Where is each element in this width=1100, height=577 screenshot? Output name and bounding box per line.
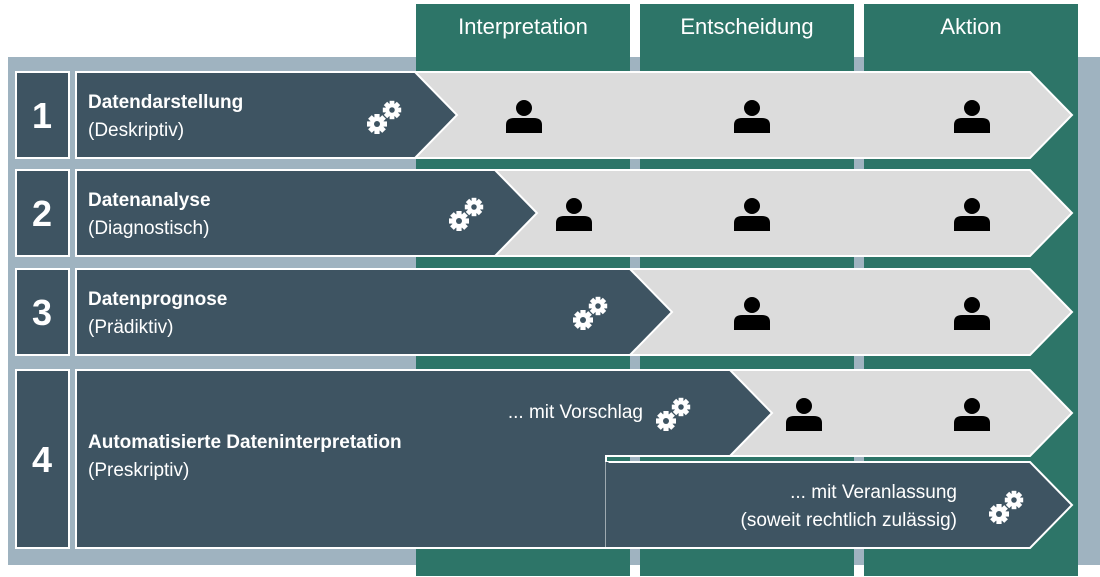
row-number-2: 2 [32,193,52,234]
automation-arrow-row-4b [605,461,1074,549]
initiation-label-line-1: ... mit Veranlassung [790,482,957,503]
row-4: 4 Automatisierte Dateninterpretation (Pr… [15,369,1074,549]
human-arrow-row-2 [479,169,1074,257]
row-title-2: Datenanalyse [88,190,211,211]
column-label-aktion: Aktion [940,14,1001,39]
row-title-1: Datendarstellung [88,92,243,113]
column-label-entscheidung: Entscheidung [680,14,813,39]
row-number-1: 1 [32,95,52,136]
row-number-box-3 [15,268,70,356]
automation-arrow-row-3 [75,268,674,356]
automation-arrow-row-2 [75,169,539,257]
row-number-3: 3 [32,292,52,333]
row-title-4: Automatisierte Dateninterpretation [88,432,402,453]
row-number-box-2 [15,169,70,257]
row-number-box-1 [15,71,70,159]
proposal-label: ... mit Vorschlag [508,402,643,423]
row-subtitle-2: (Diagnostisch) [88,218,209,239]
automation-arrow-row-1 [75,71,459,159]
row-3: 3 Datenprognose (Prädiktiv) [15,268,1074,356]
row-subtitle-4: (Preskriptiv) [88,460,189,481]
row-title-3: Datenprognose [88,289,227,310]
row-number-4: 4 [32,439,52,480]
row-subtitle-1: (Deskriptiv) [88,120,184,141]
initiation-label-line-2: (soweit rechtlich zulässig) [741,510,957,531]
row-2: 2 Datenanalyse (Diagnostisch) [15,169,1074,257]
column-label-interpretation: Interpretation [458,14,588,39]
row-subtitle-3: (Prädiktiv) [88,317,174,338]
row-1: 1 Datendarstellung (Deskriptiv) [15,71,1074,159]
automation-arrow-row-4a [75,369,774,549]
row-number-box-4 [15,369,70,549]
